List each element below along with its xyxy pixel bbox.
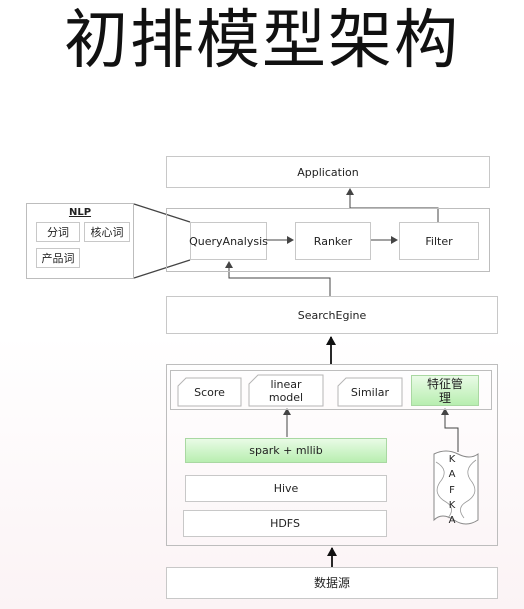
- nlp-item-segmentation: 分词: [36, 222, 80, 242]
- application-box: Application: [166, 156, 490, 188]
- kafka-tape-shape: [433, 450, 479, 525]
- linear-model-label-line2: model: [268, 390, 304, 404]
- linear-model-box-shape: [248, 374, 324, 407]
- spark-mllib-box: spark + mllib: [185, 438, 387, 463]
- score-box-shape: [177, 377, 242, 407]
- data-source-box: 数据源: [166, 567, 498, 599]
- feature-management-box: 特征管 理: [411, 375, 479, 406]
- hdfs-box: HDFS: [183, 510, 387, 537]
- linear-model-label-line1: linear: [270, 377, 302, 391]
- search-engine-box: SearchEgine: [166, 296, 498, 334]
- model-layer-panel: [166, 364, 498, 546]
- kafka-letter: F: [449, 484, 455, 496]
- similar-box-shape: [337, 377, 403, 407]
- page-title: 初排模型架构: [64, 4, 460, 78]
- feature-management-label-line2: 理: [438, 390, 451, 405]
- similar-box: Similar: [350, 385, 390, 399]
- query-analysis-box: QueryAnalysis: [189, 222, 268, 260]
- nlp-callout-line-bottom: [133, 259, 191, 279]
- feature-management-label-line1: 特征管: [426, 376, 463, 391]
- model-strip-panel: [170, 370, 492, 410]
- nlp-callout-line-top: [133, 203, 191, 223]
- arrow-kafka-to-feature: [441, 408, 459, 452]
- arrow-search-to-query: [225, 261, 331, 296]
- hive-box: Hive: [185, 475, 387, 502]
- kafka-letter: K: [448, 454, 456, 465]
- kafka-label: K A F K A: [446, 454, 458, 526]
- kafka-letter: A: [448, 515, 456, 526]
- kafka-letter: A: [448, 469, 456, 481]
- linear-model-box: linear model: [249, 375, 323, 406]
- query-layer-panel: [166, 208, 490, 272]
- score-box: Score: [194, 385, 225, 399]
- kafka-letter: K: [448, 499, 456, 511]
- nlp-item-product-words: 产品词: [36, 248, 80, 268]
- nlp-title: NLP: [68, 207, 92, 218]
- nlp-item-core-words: 核心词: [84, 222, 130, 242]
- ranker-box: Ranker: [295, 222, 371, 260]
- filter-box: Filter: [399, 222, 479, 260]
